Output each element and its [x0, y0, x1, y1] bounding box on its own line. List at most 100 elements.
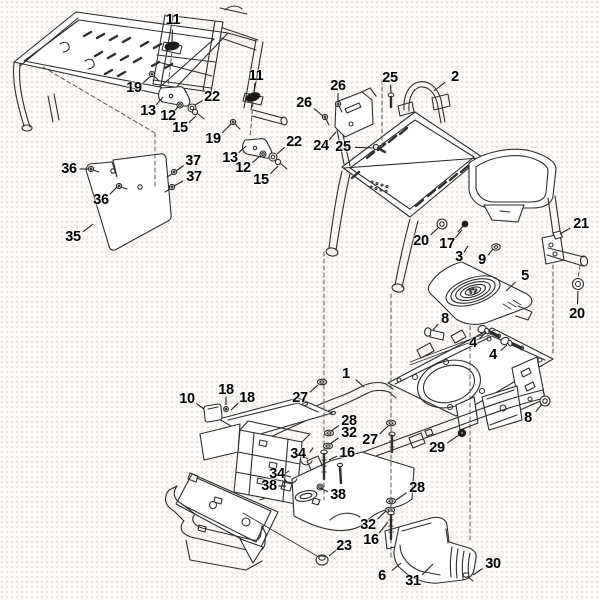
- callout-leader-line: [109, 186, 118, 195]
- callout-label-12: 12: [235, 159, 251, 176]
- callout-leader-line: [195, 402, 205, 410]
- callout-label-28: 28: [341, 412, 357, 429]
- washer-icon: [176, 101, 501, 514]
- callout-leader-line: [329, 437, 339, 445]
- callout-leader-line: [487, 248, 494, 256]
- callout-label-36: 36: [61, 160, 77, 177]
- callout-leader-line: [446, 434, 460, 444]
- callout-label-29: 29: [429, 439, 445, 456]
- callout-label-22: 22: [286, 133, 302, 150]
- callout-label-20: 20: [569, 305, 585, 322]
- callout-leader-line: [330, 424, 340, 432]
- callout-leader-line: [500, 344, 508, 352]
- callout-label-22: 22: [204, 88, 220, 105]
- callout-leader-line: [328, 131, 337, 141]
- callout-label-32: 32: [360, 516, 376, 533]
- callout-label-35: 35: [65, 228, 81, 245]
- callout-leader-line: [155, 96, 164, 106]
- callout-label-18: 18: [239, 389, 255, 406]
- lock-nut-icon: [457, 428, 467, 438]
- callout-leader-line: [391, 562, 402, 572]
- callout-label-6: 6: [378, 567, 386, 584]
- callout-leader-line: [576, 290, 579, 305]
- callout-label-2: 2: [451, 68, 459, 85]
- callout-label-18: 18: [218, 381, 234, 398]
- cap-nut-icon: [315, 218, 585, 566]
- callout-label-10: 10: [179, 390, 195, 407]
- callout-label-28: 28: [409, 479, 425, 496]
- callout-leader-line: [355, 379, 365, 388]
- callout-leader-line: [395, 492, 407, 501]
- callout-leader-line: [433, 81, 446, 92]
- callout-label-12: 12: [160, 107, 176, 124]
- callout-leader-line: [173, 180, 184, 187]
- callout-leader-line: [430, 226, 440, 236]
- callout-leader-line: [175, 164, 185, 172]
- callout-leader-line: [378, 521, 389, 534]
- callout-label-16: 16: [363, 531, 379, 548]
- callout-leader-line: [309, 384, 319, 393]
- callout-label-30: 30: [485, 555, 501, 572]
- callout-label-13: 13: [140, 102, 156, 119]
- callout-leader-line: [221, 123, 232, 134]
- callout-label-20: 20: [413, 232, 429, 249]
- callout-label-24: 24: [313, 137, 329, 154]
- callout-leader-line: [421, 563, 434, 576]
- callout-leader-line: [284, 474, 292, 478]
- callout-label-34: 34: [269, 465, 285, 482]
- callout-leader-line: [276, 146, 285, 155]
- callout-leader-line: [472, 568, 483, 576]
- callout-label-25: 25: [382, 69, 398, 86]
- callout-label-1: 1: [342, 365, 350, 382]
- callout-label-13: 13: [222, 149, 238, 166]
- callout-leader-line: [194, 100, 203, 106]
- callout-leader-line: [251, 155, 261, 164]
- callout-label-27: 27: [362, 431, 378, 448]
- callout-leader-line: [82, 223, 94, 233]
- screw-icon: [87, 70, 474, 582]
- callout-leader-line: [379, 425, 389, 435]
- callout-label-27: 27: [292, 389, 308, 406]
- callout-label-37: 37: [186, 168, 202, 185]
- callout-leader-line: [479, 332, 486, 339]
- callout-label-19: 19: [126, 79, 142, 96]
- callout-label-9: 9: [478, 251, 486, 268]
- callout-label-38: 38: [261, 477, 277, 494]
- callout-leader-line: [559, 227, 571, 235]
- callout-label-26: 26: [296, 94, 312, 111]
- belt-cover-art: [427, 261, 533, 325]
- callout-leader-line: [188, 115, 197, 124]
- callout-label-31: 31: [405, 572, 421, 589]
- callout-label-17: 17: [439, 235, 455, 252]
- callout-leader-line: [173, 106, 179, 113]
- callout-label-4: 4: [489, 346, 497, 363]
- callout-label-19: 19: [205, 130, 221, 147]
- callout-label-4: 4: [469, 334, 477, 351]
- callout-label-15: 15: [253, 171, 269, 188]
- callout-label-11: 11: [165, 11, 181, 28]
- callout-label-23: 23: [336, 537, 352, 554]
- callout-label-37: 37: [185, 152, 201, 169]
- callout-leader-line: [269, 165, 279, 175]
- callout-label-15: 15: [172, 119, 188, 136]
- callout-label-26: 26: [330, 77, 346, 94]
- callout-label-11: 11: [248, 67, 264, 84]
- callout-leader-line: [328, 549, 337, 557]
- rear-frame-art: [325, 81, 589, 293]
- callout-leader-line: [454, 229, 463, 239]
- callout-label-8: 8: [441, 310, 449, 327]
- callout-leader-line: [313, 107, 324, 117]
- seat-assembly-art: [12, 11, 257, 132]
- callout-label-8: 8: [524, 409, 532, 426]
- callout-leader-line: [142, 75, 152, 84]
- callout-leader-line: [432, 323, 439, 331]
- callout-label-3: 3: [455, 248, 463, 265]
- callout-label-5: 5: [521, 267, 529, 284]
- callout-leader-line: [354, 146, 375, 149]
- callout-leader-line: [171, 29, 174, 43]
- callout-label-34: 34: [290, 445, 306, 462]
- callout-leader-line: [535, 403, 543, 413]
- callout-leader-line: [505, 281, 516, 292]
